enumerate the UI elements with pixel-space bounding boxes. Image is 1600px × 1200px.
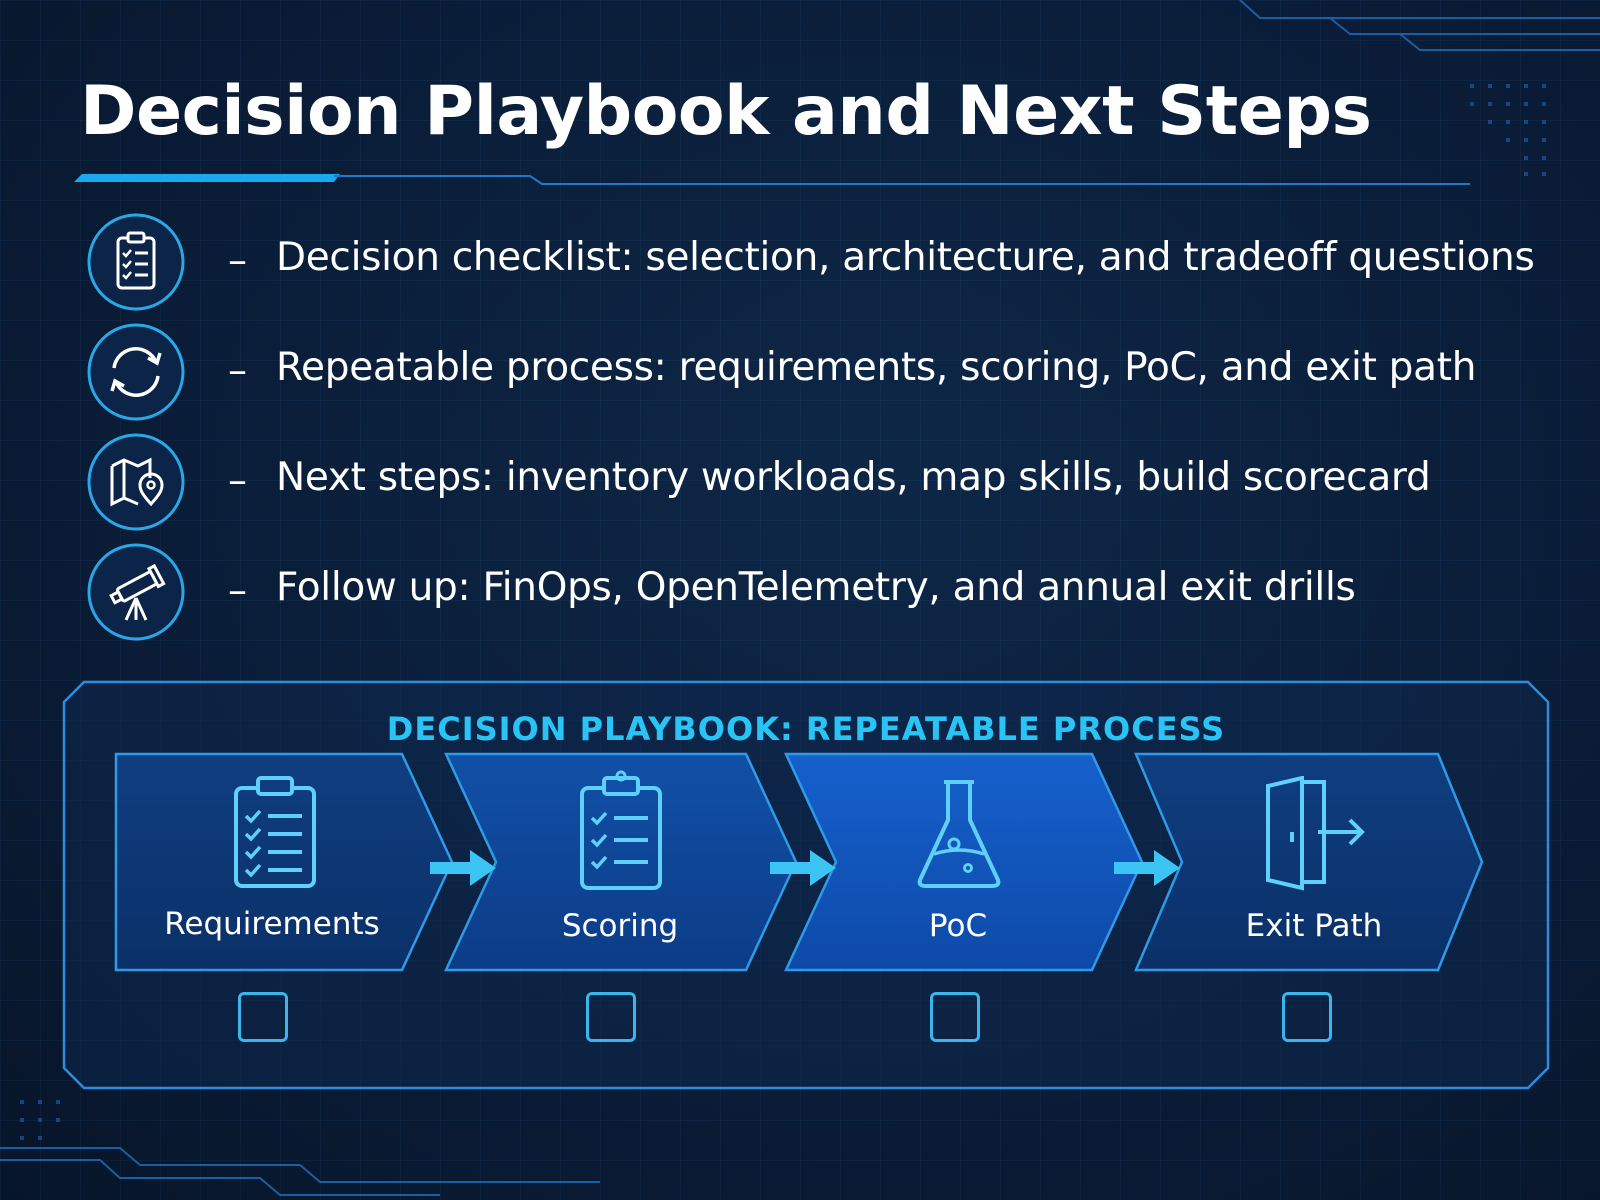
bullet-item: – Follow up: FinOps, OpenTelemetry, and … — [84, 540, 1564, 644]
flow-arrow-icon — [770, 850, 836, 886]
chevron-requirements — [114, 752, 454, 972]
bullet-dash: – — [228, 348, 247, 392]
bullet-text: Next steps: inventory workloads, map ski… — [276, 455, 1431, 500]
step-label-requirements: Requirements — [164, 906, 380, 942]
playbook-panel: DECISION PLAYBOOK: REPEATABLE PROCESS — [62, 680, 1550, 1090]
bullet-item: – Decision checklist: selection, archite… — [84, 210, 1564, 314]
step-label-exit-path: Exit Path — [1245, 908, 1383, 944]
clipboard-checklist-icon — [86, 212, 186, 312]
checkbox-scoring[interactable] — [586, 992, 636, 1042]
bullet-text: Decision checklist: selection, architect… — [276, 235, 1535, 280]
step-label-poc: PoC — [928, 908, 988, 944]
bullet-item: – Next steps: inventory workloads, map s… — [84, 430, 1564, 534]
playbook-title: DECISION PLAYBOOK: REPEATABLE PROCESS — [386, 710, 1226, 748]
checkbox-poc[interactable] — [930, 992, 980, 1042]
flask-icon — [917, 780, 1001, 888]
playbook-steps: Requirements Scoring PoC Exit Path — [62, 680, 1550, 1090]
flow-arrow-icon — [1114, 850, 1180, 886]
bullet-text: Repeatable process: requirements, scorin… — [276, 345, 1477, 390]
bullet-dash: – — [228, 238, 247, 282]
bullet-dash: – — [228, 458, 247, 502]
map-pin-icon — [86, 432, 186, 532]
flow-arrow-icon — [430, 850, 496, 886]
title-underline — [74, 174, 1470, 185]
telescope-icon — [86, 542, 186, 642]
clipboard-checklist-icon — [234, 776, 316, 888]
page-title: Decision Playbook and Next Steps — [80, 72, 1372, 151]
refresh-cycle-icon — [86, 322, 186, 422]
clipboard-checklist-icon — [580, 770, 662, 890]
checkbox-exit-path[interactable] — [1282, 992, 1332, 1042]
checkbox-requirements[interactable] — [238, 992, 288, 1042]
bullet-item: – Repeatable process: requirements, scor… — [84, 320, 1564, 424]
bullet-text: Follow up: FinOps, OpenTelemetry, and an… — [276, 565, 1356, 610]
chevron-poc — [784, 752, 1144, 972]
exit-door-icon — [1266, 776, 1365, 891]
step-label-scoring: Scoring — [561, 908, 679, 944]
chevron-exit-path — [1134, 752, 1484, 972]
bullet-dash: – — [228, 568, 247, 612]
